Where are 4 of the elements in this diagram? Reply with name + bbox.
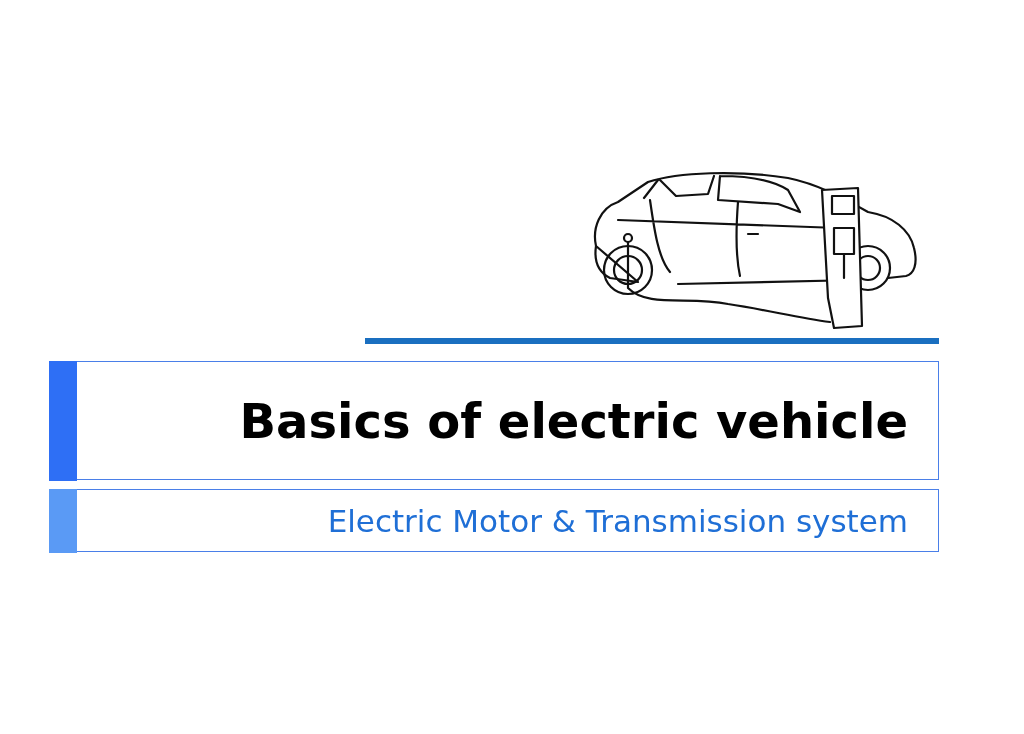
title-band xyxy=(49,489,939,552)
title-text: Basics of electric vehicle xyxy=(239,392,908,449)
subtitle-text: Electric Motor & Transmission system xyxy=(327,502,908,539)
title-band xyxy=(49,361,939,480)
